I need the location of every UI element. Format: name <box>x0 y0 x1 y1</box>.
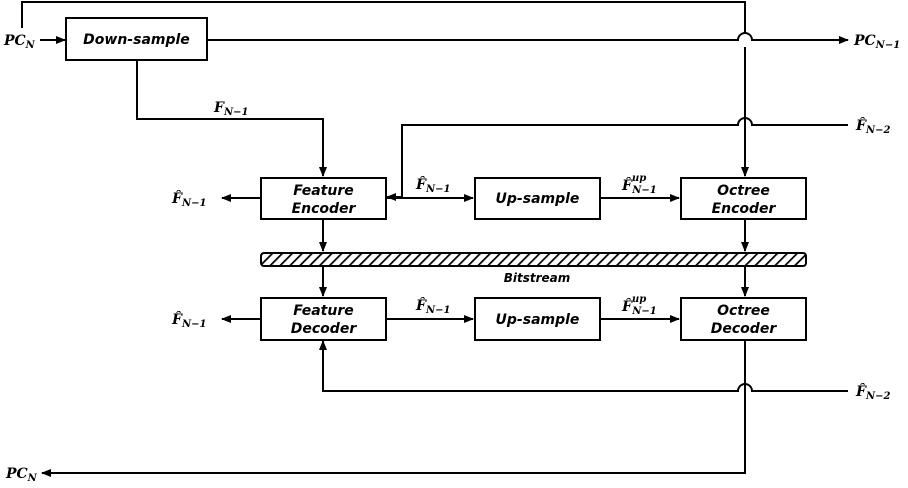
upsample-decoder-label: Up-sample <box>496 312 580 328</box>
downsample-box: Down-sample <box>65 17 208 61</box>
wire-downsample-to-pcn1 <box>207 32 849 44</box>
upsample-decoder-box: Up-sample <box>474 297 601 341</box>
feature-encoder-box: Feature Encoder <box>260 177 387 220</box>
octree-decoder-label-1: Octree <box>717 303 770 319</box>
label-fhatn2-top: F̂N−2 <box>855 116 890 136</box>
wire-fhatn2-to-feature-decoder <box>319 340 848 392</box>
label-pcn1-output: PCN−1 <box>853 33 900 51</box>
feature-decoder-label-2: Decoder <box>291 321 358 337</box>
downsample-label: Down-sample <box>83 32 190 48</box>
label-fhatn1-dec-mid: F̂N−1 <box>415 296 450 316</box>
label-fn1: FN−1 <box>213 100 248 118</box>
octree-decoder-label-2: Decoder <box>711 321 778 337</box>
label-fhatn1-enc-mid: F̂N−1 <box>415 175 450 195</box>
bitstream-label: Bitstream <box>504 271 571 285</box>
feature-encoder-label-2: Encoder <box>292 201 357 217</box>
label-fhatn1-enc-left: F̂N−1 <box>171 189 206 209</box>
feature-encoder-label-1: Feature <box>293 183 353 199</box>
octree-encoder-box: Octree Encoder <box>680 177 807 220</box>
wire-fhatn2-to-feature-encoder <box>386 117 848 201</box>
label-fhatn1-dec-left: F̂N−1 <box>171 310 206 330</box>
octree-decoder-box: Octree Decoder <box>680 297 807 341</box>
wire-fn1-to-feature-encoder <box>136 60 327 177</box>
wire-top-bypass <box>21 1 746 33</box>
label-fhatn2-bottom: F̂N−2 <box>855 382 890 402</box>
upsample-encoder-box: Up-sample <box>474 177 601 220</box>
upsample-encoder-label: Up-sample <box>496 191 580 207</box>
bitstream-bar: Bitstream <box>260 252 807 285</box>
label-pcn-input: PCN <box>3 33 36 51</box>
feature-decoder-label-1: Feature <box>293 303 353 319</box>
wire-octree-decoder-to-pcn <box>41 340 746 477</box>
octree-encoder-label-1: Octree <box>717 183 770 199</box>
octree-encoder-label-2: Encoder <box>712 201 777 217</box>
feature-decoder-box: Feature Decoder <box>260 297 387 341</box>
label-pcn-output: PCN <box>5 466 38 484</box>
